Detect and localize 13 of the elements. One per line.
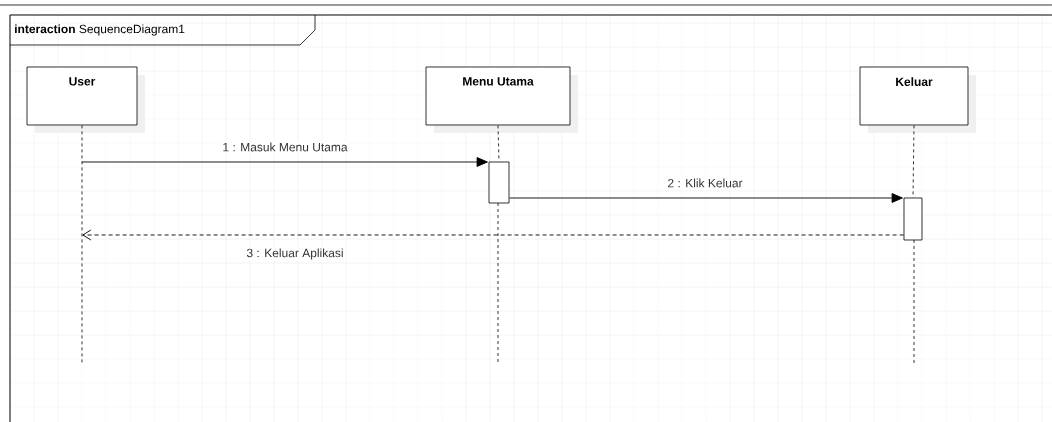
lifeline-box: Keluar: [859, 66, 976, 133]
message-arrow: [508, 193, 903, 203]
edge-label: 3 : Keluar Aplikasi: [245, 247, 345, 261]
lifeline: [497, 125, 500, 162]
message-arrow: [82, 229, 905, 241]
edge-label: 2 : Klik Keluar: [666, 177, 744, 189]
lifeline: [912, 125, 915, 198]
activation-bar: [488, 161, 510, 204]
lifeline-box: User: [26, 66, 145, 366]
lifeline-box: Menu Utama: [425, 66, 578, 133]
edge-label: 1 : Masuk Menu Utama: [221, 141, 349, 153]
message-arrow: [81, 157, 488, 167]
activation-bar: [903, 197, 923, 241]
